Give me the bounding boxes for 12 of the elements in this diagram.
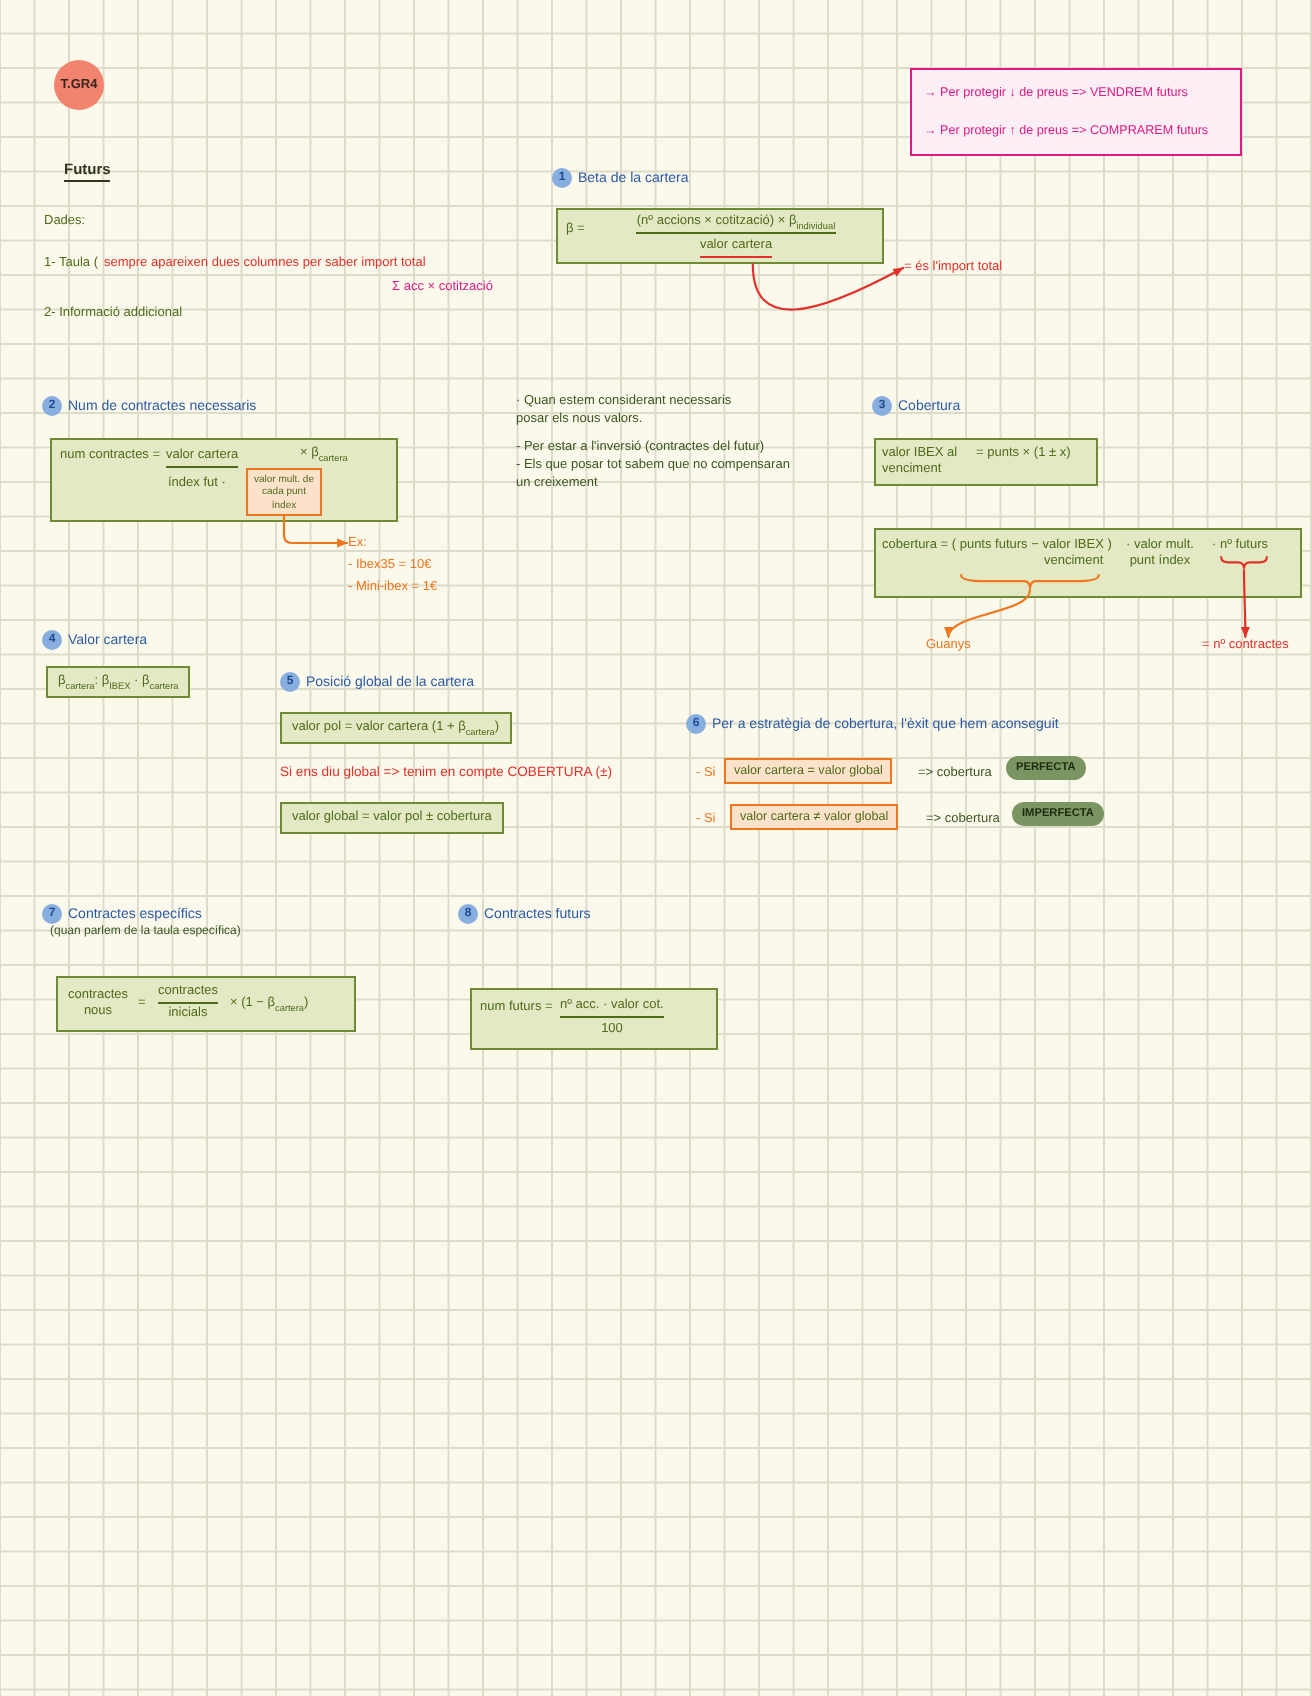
- curved-arrow: [751, 262, 905, 311]
- formula-box: [874, 528, 1302, 598]
- note-box: [910, 68, 1242, 156]
- arrow: [1240, 568, 1250, 639]
- curly-brace: [1220, 556, 1268, 570]
- formula-box: [556, 208, 884, 264]
- formula-box: [50, 438, 398, 522]
- formula-box: [470, 988, 718, 1050]
- formula-box: [874, 438, 1098, 486]
- curly-brace: [960, 574, 1100, 590]
- formula-box: [56, 976, 356, 1032]
- arrow: [946, 588, 1032, 639]
